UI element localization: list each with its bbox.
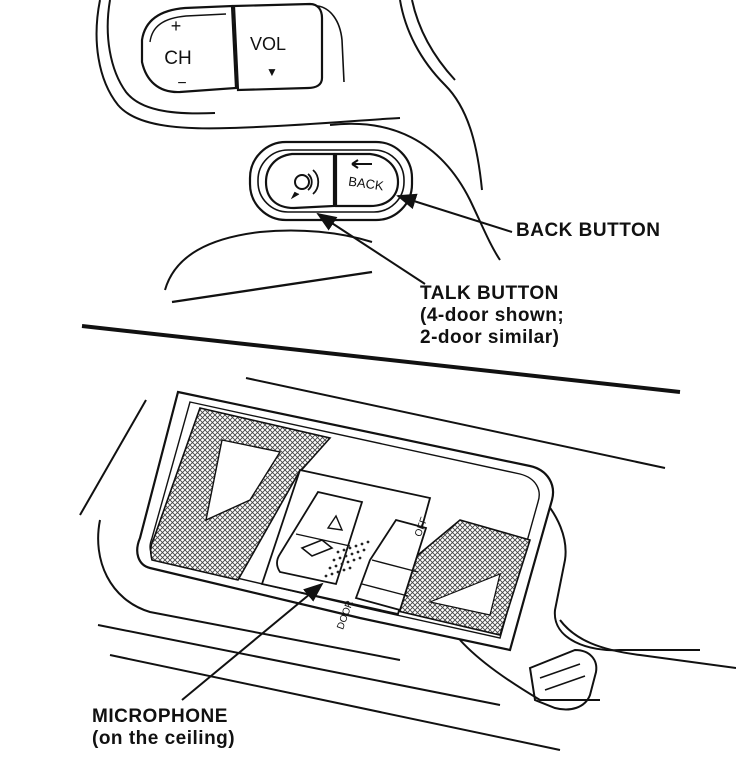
back-leader-line [396,193,513,233]
volume-button[interactable]: VOL ▼ [232,2,345,92]
back-arrow-icon [351,159,372,169]
channel-button[interactable]: + CH − [140,4,238,94]
microphone-callout-line1: MICROPHONE [92,706,228,727]
volume-label: VOL [250,34,286,54]
microphone-callout: MICROPHONE (on the ceiling) [92,706,235,750]
microphone-leader-line [181,582,324,701]
talk-icon [290,169,320,200]
channel-minus-label: − [177,75,186,92]
moonroof-icon [300,539,334,557]
back-button[interactable]: BACK [334,152,400,208]
microphone-grille [324,540,370,578]
talk-button-callout-line1: TALK BUTTON [420,283,559,304]
back-button-text: BACK [347,174,384,194]
microphone-callout-line2: (on the ceiling) [92,728,236,749]
steering-wheel-controls [95,0,501,304]
channel-plus-label: + [171,16,182,36]
talk-button-callout: TALK BUTTON (4-door shown; 2-door simila… [420,283,564,349]
channel-label: CH [164,48,191,69]
talk-leader-line [316,212,426,285]
ceiling-headliner [79,377,736,751]
talk-button-callout-line2: (4-door shown; [420,305,565,326]
back-button-callout: BACK BUTTON [516,220,660,242]
talk-button-callout-line3: 2-door similar) [420,327,560,348]
talk-button[interactable] [264,152,336,210]
volume-down-icon: ▼ [266,65,278,79]
back-button-callout-text: BACK BUTTON [516,220,661,241]
moonroof-switch[interactable] [276,490,364,586]
section-divider [81,324,681,394]
